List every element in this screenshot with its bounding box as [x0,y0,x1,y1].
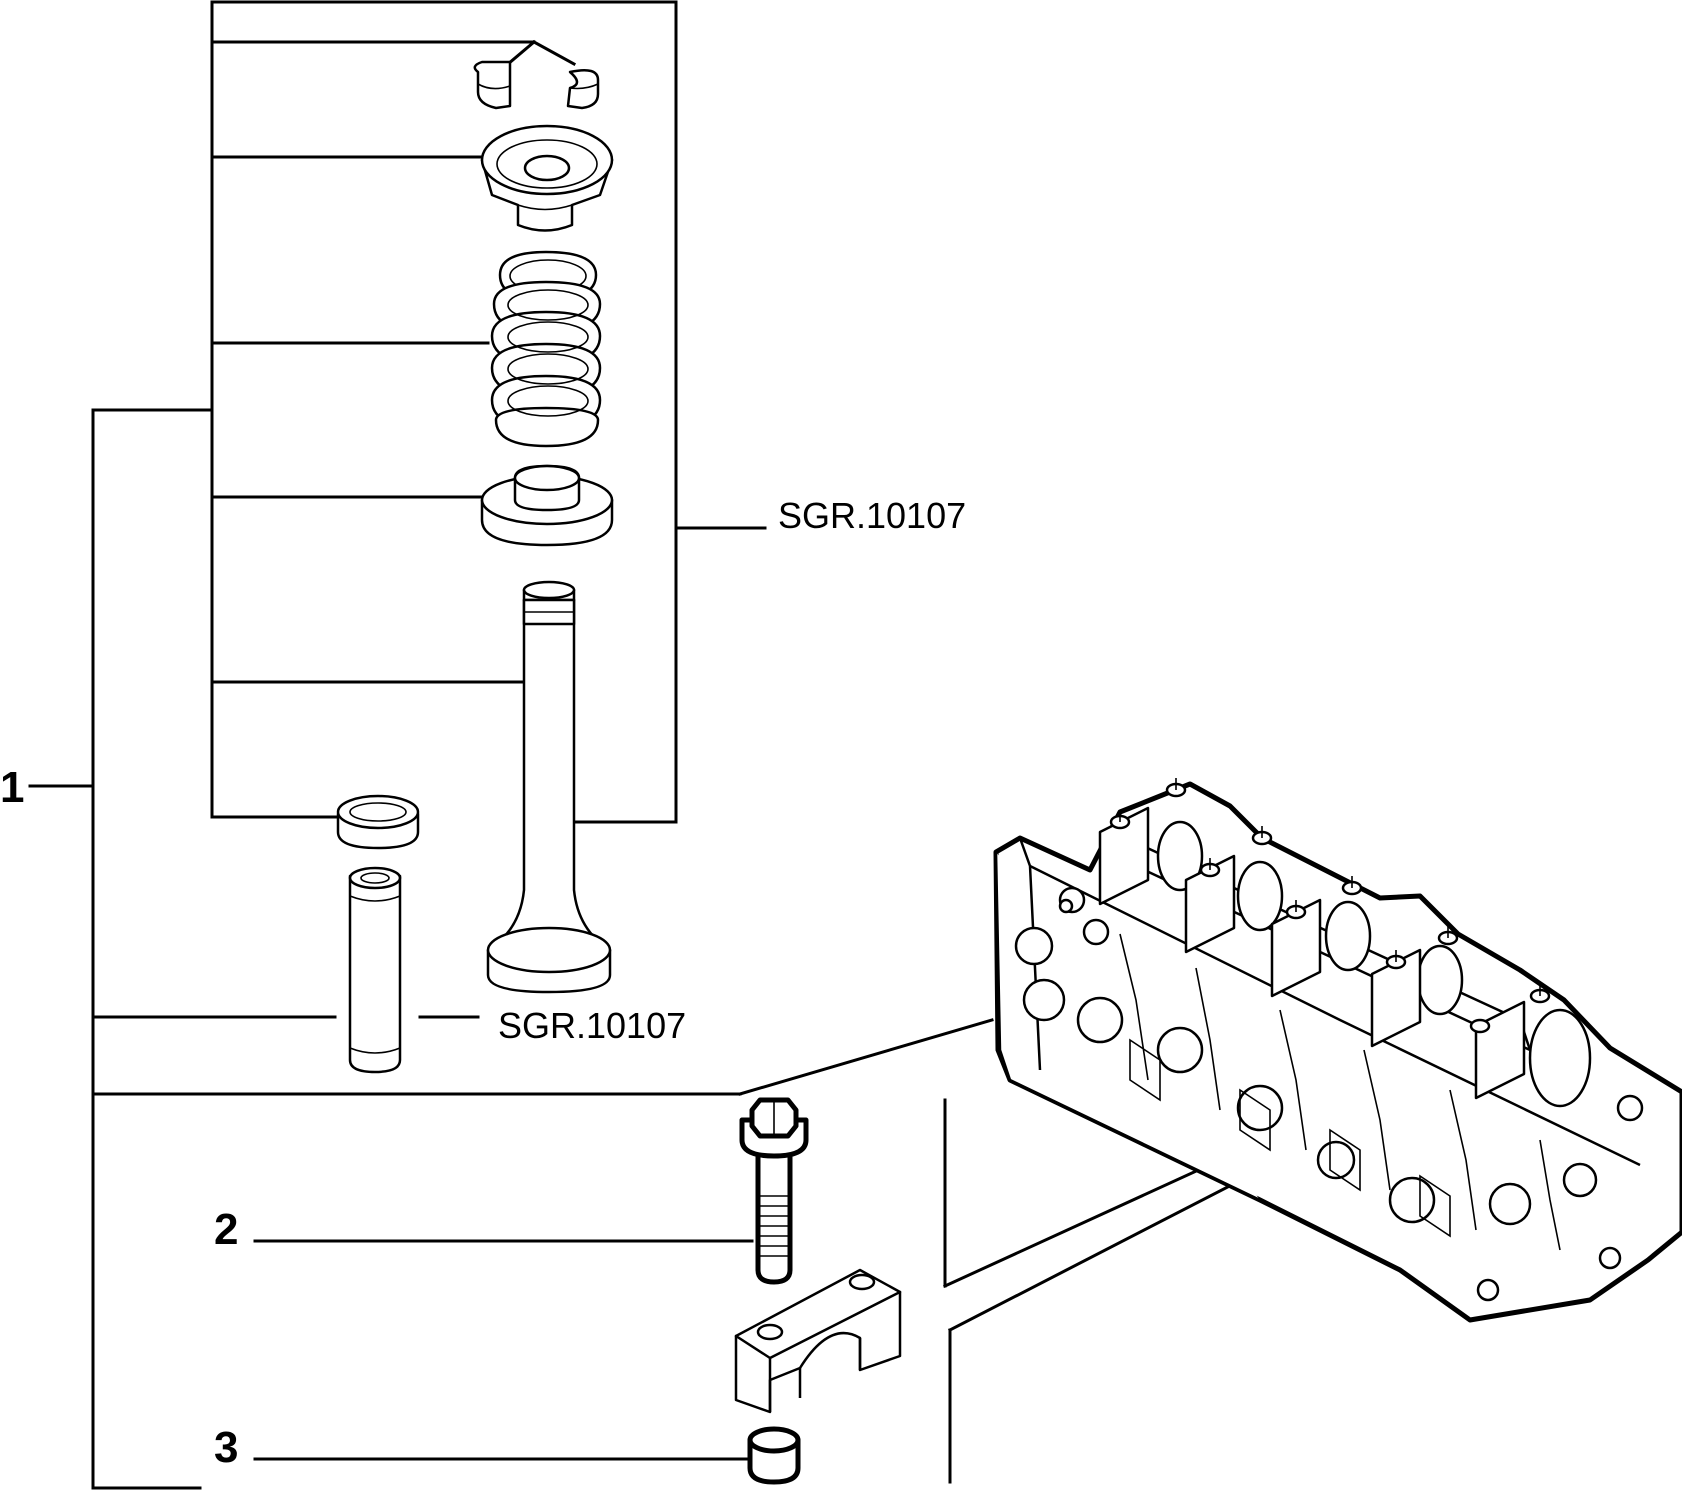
ref-valve-kit: SGR.10107 [778,495,966,536]
ref-valve-guide: SGR.10107 [498,1005,686,1046]
callout-3: 3 [214,1423,238,1472]
cylinder-head-icon [993,778,1682,1323]
valve-guide-icon [348,866,402,1074]
bearing-cap-icon [734,1268,902,1414]
callout-2: 2 [214,1205,238,1254]
valve-icon [486,580,612,994]
spring-seat-icon [480,464,614,547]
dowel-bush-icon [747,1426,801,1485]
valve-collet-icon [473,60,600,110]
bolt-icon [739,1097,809,1285]
valve-stem-seal-icon [336,794,420,850]
callout-labels: 1 2 3 SGR.10107 SGR.10107 [0,495,966,1472]
spring-retainer-icon [480,124,614,232]
valve-spring-icon [490,250,602,448]
callout-1: 1 [0,763,24,812]
